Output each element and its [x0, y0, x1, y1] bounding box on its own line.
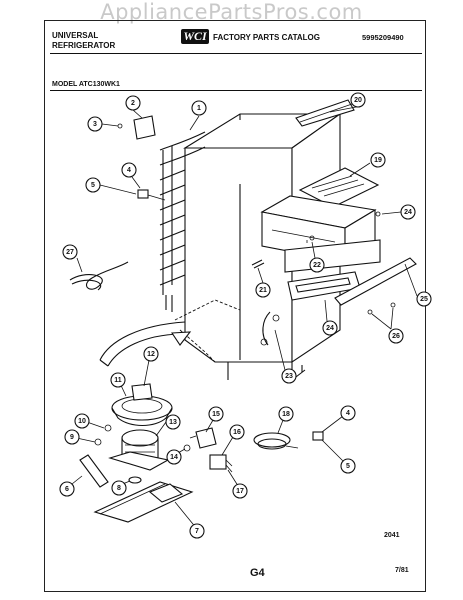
callout-17: 17	[232, 483, 248, 499]
power-cord-part-27	[69, 261, 129, 291]
callout-4: 4	[121, 162, 137, 178]
callout-14: 14	[166, 449, 182, 465]
svg-text:9: 9	[70, 434, 74, 441]
svg-text:18: 18	[282, 411, 290, 418]
svg-text:23: 23	[285, 373, 293, 380]
callout-21: 21	[255, 282, 271, 298]
brand-line-1: UNIVERSAL	[52, 31, 99, 40]
svg-text:5: 5	[346, 463, 350, 470]
svg-text:5: 5	[91, 182, 95, 189]
svg-text:27: 27	[66, 249, 74, 256]
catalog-number: 5995209490	[362, 33, 404, 42]
callout-25: 25	[416, 291, 432, 307]
svg-text:2: 2	[131, 100, 135, 107]
svg-text:24: 24	[326, 325, 334, 332]
svg-text:16: 16	[233, 429, 241, 436]
drain-hose	[99, 321, 192, 367]
callout-10: 10	[74, 413, 90, 429]
callout-1: 1	[191, 100, 207, 116]
svg-text:13: 13	[169, 419, 177, 426]
callout-20: 20	[350, 92, 366, 108]
model-label: MODEL ATC130WK1	[52, 81, 120, 88]
svg-text:25: 25	[420, 296, 428, 303]
catalog-title: FACTORY PARTS CATALOG	[213, 33, 320, 42]
svg-text:4: 4	[127, 167, 131, 174]
callout-2: 2	[125, 95, 141, 111]
callout-19: 19	[370, 152, 386, 168]
condenser-coil	[159, 131, 206, 312]
svg-text:15: 15	[212, 411, 220, 418]
brand-line-2: REFRIGERATOR	[52, 41, 116, 50]
date-code: 7/81	[395, 567, 409, 574]
svg-text:19: 19	[374, 157, 382, 164]
sensor-part-21	[251, 259, 265, 269]
cabinet-drawing	[174, 112, 342, 381]
bracket-part-6	[79, 454, 109, 488]
wci-logo: WCI	[181, 29, 209, 44]
callout-23: 23	[281, 368, 297, 384]
callout-5: 5	[340, 458, 356, 474]
callout-27: 27	[62, 244, 78, 260]
callout-24: 24	[322, 320, 338, 336]
callout-5: 5	[85, 177, 101, 193]
callout-13: 13	[165, 414, 181, 430]
relay-part-15	[189, 427, 217, 449]
compressor-part-13	[108, 429, 170, 471]
svg-text:10: 10	[78, 418, 86, 425]
callout-11: 11	[110, 372, 126, 388]
cord-part-18	[253, 432, 299, 450]
svg-text:26: 26	[392, 333, 400, 340]
callout-8: 8	[111, 480, 127, 496]
page-code: G4	[250, 567, 265, 579]
header-rule-top	[50, 53, 422, 54]
clip-part-4	[137, 189, 149, 199]
svg-text:3: 3	[93, 121, 97, 128]
svg-text:24: 24	[404, 209, 412, 216]
svg-text:4: 4	[346, 410, 350, 417]
callout-26: 26	[388, 328, 404, 344]
callout-22: 22	[309, 257, 325, 273]
door-bar-part-25	[334, 257, 417, 306]
callout-9: 9	[64, 429, 80, 445]
bracket-part-2	[133, 115, 156, 140]
base-rail-part-7	[93, 481, 194, 523]
svg-text:14: 14	[170, 454, 178, 461]
callout-4: 4	[340, 405, 356, 421]
svg-text:21: 21	[259, 287, 267, 294]
callout-12: 12	[143, 346, 159, 362]
callout-7: 7	[189, 523, 205, 539]
callout-6: 6	[59, 481, 75, 497]
drain-pan-part-11	[111, 383, 173, 427]
callout-3: 3	[87, 116, 103, 132]
svg-text:7: 7	[195, 528, 199, 535]
svg-text:8: 8	[117, 485, 121, 492]
drawing-number: 2041	[384, 532, 400, 539]
svg-text:1: 1	[197, 105, 201, 112]
capacitor-part-16	[209, 454, 233, 473]
callout-18: 18	[278, 406, 294, 422]
svg-text:6: 6	[65, 486, 69, 493]
callout-15: 15	[208, 406, 224, 422]
svg-text:17: 17	[236, 488, 244, 495]
header-rule-bottom	[50, 90, 422, 91]
callout-16: 16	[229, 424, 245, 440]
callout-24: 24	[400, 204, 416, 220]
svg-text:12: 12	[147, 351, 155, 358]
clip-part-4-right	[312, 431, 324, 441]
svg-text:20: 20	[354, 97, 362, 104]
svg-text:11: 11	[114, 377, 122, 384]
svg-text:22: 22	[313, 262, 321, 269]
control-part-23	[260, 311, 280, 346]
shelf-part-22	[284, 239, 381, 273]
